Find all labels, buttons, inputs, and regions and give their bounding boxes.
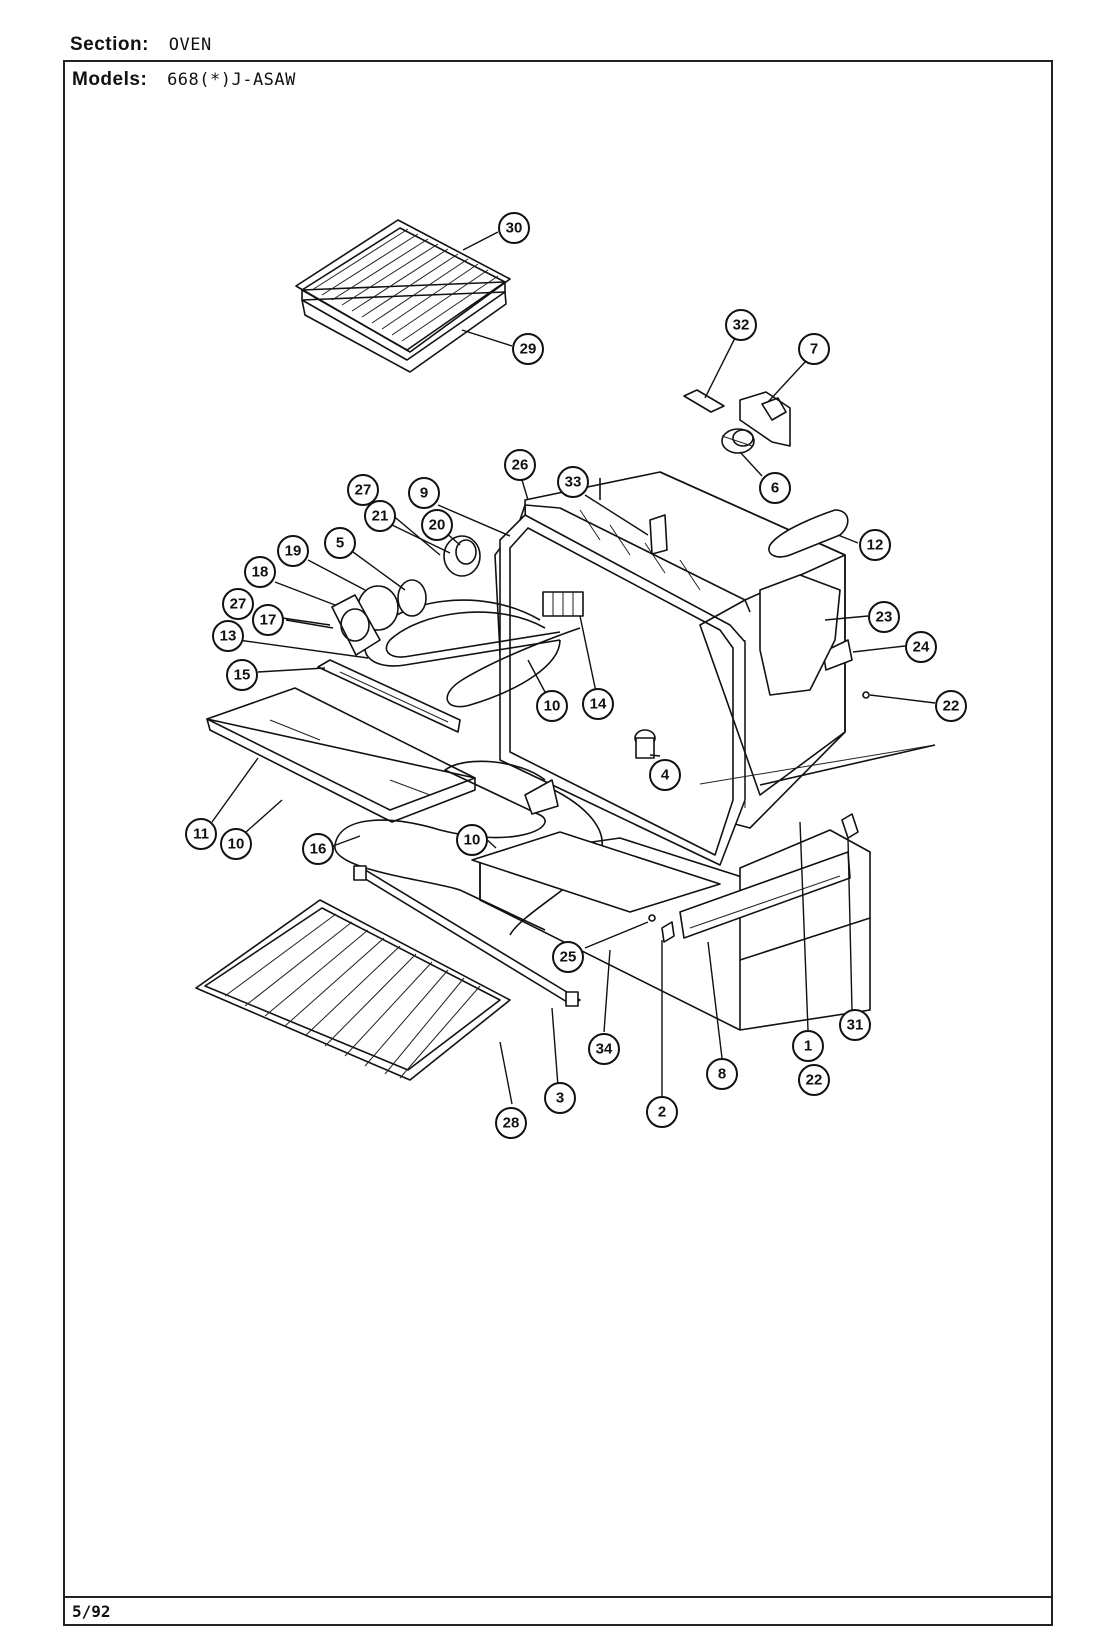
svg-text:26: 26: [512, 457, 529, 474]
svg-text:16: 16: [310, 841, 327, 858]
callout-11: 11: [185, 818, 217, 850]
svg-text:2: 2: [658, 1104, 666, 1121]
svg-text:8: 8: [718, 1066, 726, 1083]
oven-light-assembly: [331, 535, 481, 656]
models-value: 668(*)J-ASAW: [167, 70, 296, 90]
footer-divider: [63, 1596, 1053, 1598]
callout-27-top: 27: [347, 474, 379, 506]
exploded-parts-diagram: 30 29 32 7 6 26 33 12 27 9 21 20 19 5 18…: [185, 212, 967, 1139]
callout-10-bottom: 10: [220, 828, 252, 860]
svg-text:18: 18: [252, 564, 269, 581]
callout-4: 4: [649, 759, 681, 791]
callout-15: 15: [226, 659, 258, 691]
svg-text:22: 22: [943, 698, 960, 715]
lower-frame: [471, 744, 936, 1031]
callout-9: 9: [408, 477, 440, 509]
svg-text:27: 27: [230, 596, 247, 613]
callout-31: 31: [839, 1009, 871, 1041]
svg-text:20: 20: [429, 517, 446, 534]
callout-18: 18: [244, 556, 276, 588]
callout-22-lower: 22: [798, 1064, 830, 1096]
svg-text:29: 29: [520, 341, 537, 358]
svg-text:3: 3: [556, 1090, 564, 1107]
callout-20: 20: [421, 509, 453, 541]
svg-text:17: 17: [260, 612, 277, 629]
callout-32: 32: [725, 309, 757, 341]
section-header: Section: OVEN: [70, 34, 212, 56]
models-label: Models:: [72, 69, 148, 90]
svg-text:28: 28: [503, 1115, 520, 1132]
svg-text:24: 24: [913, 639, 930, 656]
svg-text:7: 7: [810, 341, 818, 358]
callout-28: 28: [495, 1107, 527, 1139]
callout-10-liner: 10: [536, 690, 568, 722]
svg-text:9: 9: [420, 485, 428, 502]
svg-text:6: 6: [771, 480, 779, 497]
callout-1: 1: [792, 1030, 824, 1062]
callout-3: 3: [544, 1082, 576, 1114]
svg-text:10: 10: [228, 836, 245, 853]
callout-30: 30: [498, 212, 530, 244]
svg-text:23: 23: [876, 609, 893, 626]
small-parts: [634, 509, 870, 943]
callout-34: 34: [588, 1033, 620, 1065]
element-shield: [317, 659, 461, 733]
oven-bottom-panel: [206, 687, 476, 823]
rack-support: [353, 865, 581, 1007]
svg-text:4: 4: [661, 767, 670, 784]
svg-text:21: 21: [372, 508, 389, 525]
svg-text:33: 33: [565, 474, 582, 491]
callout-27-left: 27: [222, 588, 254, 620]
svg-text:1: 1: [804, 1038, 812, 1055]
svg-text:27: 27: [355, 482, 372, 499]
callout-14: 14: [582, 688, 614, 720]
models-header: Models: 668(*)J-ASAW: [72, 69, 296, 91]
section-label: Section:: [70, 34, 149, 55]
callout-29: 29: [512, 333, 544, 365]
revision-date: 5/92: [72, 1602, 111, 1621]
terminal-block: [542, 591, 584, 617]
svg-text:31: 31: [847, 1017, 864, 1034]
svg-text:25: 25: [560, 949, 577, 966]
callout-25: 25: [552, 941, 584, 973]
callout-33: 33: [557, 466, 589, 498]
callout-7: 7: [798, 333, 830, 365]
callout-26: 26: [504, 449, 536, 481]
svg-text:12: 12: [867, 537, 884, 554]
callout-10-element: 10: [456, 824, 488, 856]
svg-text:5: 5: [336, 535, 344, 552]
svg-text:30: 30: [506, 220, 523, 237]
callout-24: 24: [905, 631, 937, 663]
callout-16: 16: [302, 833, 334, 865]
svg-text:22: 22: [806, 1072, 823, 1089]
svg-text:11: 11: [193, 826, 209, 843]
thermostat-bracket-assembly: [683, 389, 791, 454]
svg-text:15: 15: [234, 667, 251, 684]
callout-6: 6: [759, 472, 791, 504]
svg-text:10: 10: [544, 698, 561, 715]
callout-19: 19: [277, 535, 309, 567]
svg-text:32: 32: [733, 317, 750, 334]
svg-text:10: 10: [464, 832, 481, 849]
broiler-pan-assembly: [295, 219, 511, 373]
callout-17: 17: [252, 604, 284, 636]
callout-23: 23: [868, 601, 900, 633]
callout-8: 8: [706, 1058, 738, 1090]
callout-2: 2: [646, 1096, 678, 1128]
callout-21: 21: [364, 500, 396, 532]
section-value: OVEN: [168, 35, 212, 55]
svg-text:13: 13: [220, 628, 237, 645]
svg-text:34: 34: [596, 1041, 613, 1058]
callout-12: 12: [859, 529, 891, 561]
svg-text:14: 14: [590, 696, 607, 713]
svg-text:19: 19: [285, 543, 302, 560]
callout-13: 13: [212, 620, 244, 652]
callout-22-upper: 22: [935, 690, 967, 722]
callout-5: 5: [324, 527, 356, 559]
oven-rack: [195, 899, 511, 1081]
